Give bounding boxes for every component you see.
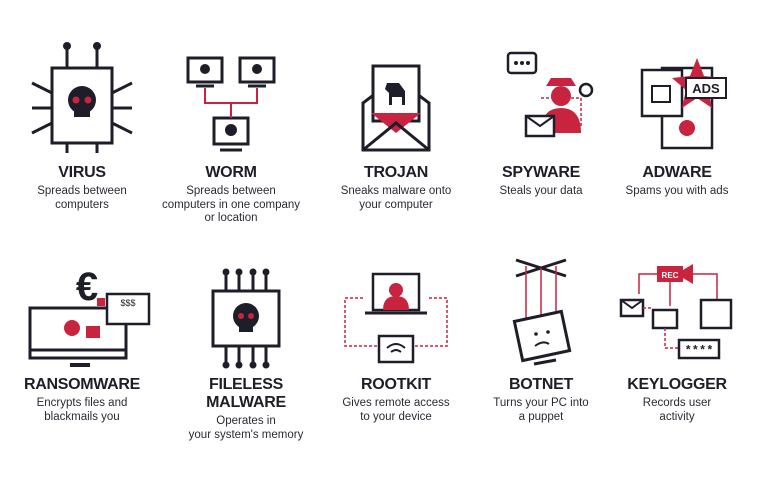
botnet-card: BOTNET Turns your PC into a puppet	[466, 256, 616, 424]
item-description: Operates in your system's memory	[188, 415, 304, 441]
item-title: SPYWARE	[502, 164, 580, 181]
item-title: VIRUS	[58, 164, 106, 181]
worm-card: WORM Spreads between computers in one co…	[156, 38, 306, 226]
virus-chip-skull-icon	[31, 42, 133, 153]
networked-computers-skull-icon	[186, 56, 276, 152]
item-title: BOTNET	[509, 376, 573, 393]
item-description: Sneaks malware onto your computer	[340, 185, 452, 211]
trojan-card: TROJAN Sneaks malware onto your computer	[321, 38, 471, 212]
item-description: Encrypts files and blackmails you	[36, 397, 128, 423]
adware-card: ADS ADWARE Spams you with ads	[602, 38, 752, 199]
password-text: ****	[685, 344, 714, 358]
item-title: ADWARE	[642, 164, 712, 181]
monitor-lock-euro-icon: € $$$	[28, 266, 151, 367]
item-description: Gives remote access to your device	[342, 397, 450, 423]
item-description: Turns your PC into a puppet	[493, 397, 589, 423]
item-description: Records user activity	[642, 397, 712, 423]
virus-card: VIRUS Spreads between computers	[7, 38, 157, 212]
ads-badge: ADS	[692, 81, 720, 96]
item-title: ROOTKIT	[361, 376, 431, 393]
item-description: Spams you with ads	[625, 185, 729, 197]
camera-recording-icon: REC ****	[619, 264, 733, 360]
item-title: FILELESS MALWARE	[206, 376, 286, 411]
spyware-card: SPYWARE Steals your data	[466, 38, 616, 199]
ransomware-card: € $$$ RANSOMWARE Encrypts files and blac…	[7, 266, 157, 424]
item-description: Spreads between computers in one company…	[161, 185, 301, 224]
remote-access-laptop-icon	[344, 272, 448, 364]
item-title: RANSOMWARE	[23, 376, 141, 393]
item-title: WORM	[205, 164, 257, 181]
keylogger-card: REC **** KEYLOGGER Records user activity	[602, 264, 752, 424]
ads-popups-icon: ADS	[640, 58, 727, 150]
rec-label: REC	[662, 271, 679, 280]
card-text: $$$	[120, 298, 135, 308]
spy-messages-icon	[506, 51, 594, 138]
memory-chip-skull-icon	[211, 268, 281, 369]
svg-text:€: €	[76, 266, 98, 309]
item-title: TROJAN	[364, 164, 428, 181]
item-title: KEYLOGGER	[627, 376, 727, 393]
puppet-computer-icon	[512, 258, 572, 366]
envelope-trojan-horse-icon	[361, 64, 431, 152]
fileless-malware-card: FILELESS MALWARE Operates in your system…	[171, 266, 321, 442]
item-description: Spreads between computers	[37, 185, 127, 211]
rootkit-card: ROOTKIT Gives remote access to your devi…	[321, 266, 471, 424]
item-description: Steals your data	[499, 185, 583, 197]
